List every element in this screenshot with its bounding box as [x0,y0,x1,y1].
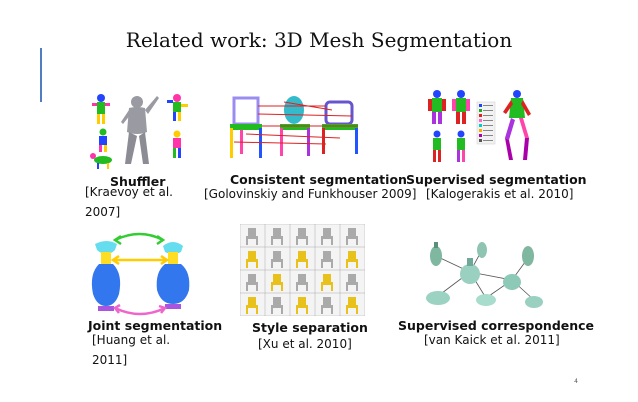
page-number: 4 [574,378,578,385]
human-model-small-2 [457,130,465,162]
small-figure-3 [99,128,107,152]
panel-6-caption: Supervised correspondence [398,318,595,333]
consistent-segmentation-image [230,96,358,158]
panel-3-citation-line1: [Kalogerakis et al. 2010] [426,187,574,201]
vase-left [91,241,121,311]
vase-nodes [426,242,543,308]
panel-4-citation-line1: [Huang et al. [92,333,171,347]
slide-title: Related work: 3D Mesh Segmentation [125,28,513,52]
chair-left [230,96,262,158]
panel-4-citation: [Huang et al. 2011] [92,330,170,370]
small-figure-4 [173,130,181,158]
panel-5-citation-line1: [Xu et al. 2010] [258,337,352,351]
panel-1-citation-line2: 2007] [85,205,121,219]
arrow-middle [110,254,170,266]
joint-segmentation-image [91,232,190,316]
panel-6-citation-line1: [van Kaick et al. 2011] [424,333,560,347]
chair-right [322,100,358,154]
panel-2-citation-line1: [Golovinskiy and Funkhouser 2009] [204,187,417,201]
panel-3-citation: [Kalogerakis et al. 2010] [426,184,573,204]
arrow-bottom [113,303,168,316]
panel-3-caption: Supervised segmentation [406,172,587,187]
correspondence-edges [435,249,535,301]
small-animal-figure [90,153,112,169]
shuffler-image [90,94,188,169]
panel-1-citation: [Kraevoy et al. 2007] [85,182,173,222]
panel-1-caption: Shuffler [110,174,166,189]
human-model-running [503,90,531,160]
vase-right [156,242,190,309]
human-model-back [452,90,470,124]
supervised-segmentation-image [428,90,531,162]
gray-statue-figure [121,96,159,164]
label-legend [476,101,496,145]
human-model-front [428,90,446,124]
accent-bar [40,48,42,102]
panel-2-citation: [Golovinskiy and Funkhouser 2009] [204,184,416,204]
panel-5-citation: [Xu et al. 2010] [258,334,352,354]
panel-1-citation-line1: [Kraevoy et al. [85,185,173,199]
supervised-correspondence-image [426,242,543,308]
style-separation-image [240,224,365,316]
panel-6-citation: [van Kaick et al. 2011] [424,330,560,350]
small-figure-2 [167,94,188,121]
panel-4-caption: Joint segmentation [88,318,223,333]
human-model-small-1 [433,130,441,162]
gray-chairs-row [246,228,358,245]
gray-chairs-mixed [246,251,358,314]
correspondence-lines [233,101,358,145]
panel-4-citation-line2: 2011] [92,353,128,367]
small-figure-1 [92,94,110,124]
arrow-top [112,232,166,246]
panel-2-caption: Consistent segmentation [230,172,407,187]
yellow-chairs-rows [246,251,358,314]
panel-5-caption: Style separation [252,320,368,335]
